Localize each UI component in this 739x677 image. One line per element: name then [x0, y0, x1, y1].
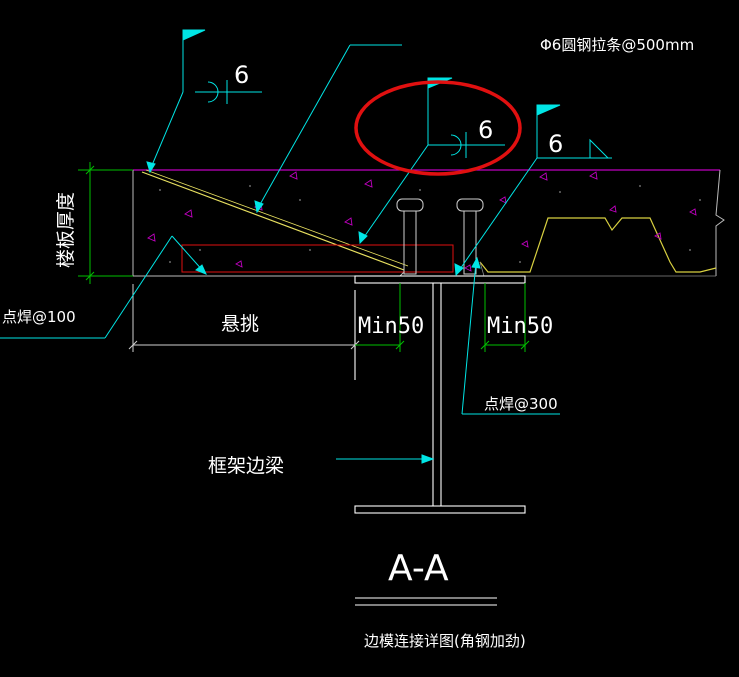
section-title: A-A	[388, 548, 449, 589]
slab-thickness-label: 楼板厚度	[55, 192, 77, 268]
thickness-dimension	[78, 162, 133, 284]
tie-bar-note: Φ6圆钢拉条@500mm	[540, 36, 694, 54]
spot-weld-300-label: 点焊@300	[484, 395, 558, 413]
concrete-dots	[159, 185, 701, 263]
min50-left: Min50	[358, 314, 424, 339]
red-ellipse-highlight	[354, 80, 522, 176]
tie-bar	[141, 171, 405, 271]
steel-beam	[354, 275, 526, 514]
shear-studs	[396, 198, 484, 275]
steel-deck-profile	[479, 217, 717, 273]
fillet-weld-triangle-icon	[589, 138, 610, 159]
slab-break-line	[715, 169, 725, 276]
min50-dimensions	[355, 283, 530, 352]
spot-weld-100-label: 点焊@100	[2, 308, 76, 326]
edge-angle	[181, 244, 454, 273]
cantilever-label: 悬挑	[221, 313, 259, 335]
slab	[132, 169, 725, 277]
min50-right: Min50	[487, 314, 553, 339]
frame-beam-label: 框架边梁	[208, 455, 284, 477]
weld-size-2: 6	[478, 116, 493, 144]
flag-icon	[182, 29, 206, 41]
weld-size-3: 6	[548, 130, 563, 158]
weld-size-1: 6	[234, 61, 249, 89]
flag-icon	[536, 104, 561, 116]
slab-left-edge	[132, 170, 400, 277]
caption: 边模连接详图(角钢加劲)	[364, 632, 526, 650]
concrete-hatch	[147, 171, 697, 272]
